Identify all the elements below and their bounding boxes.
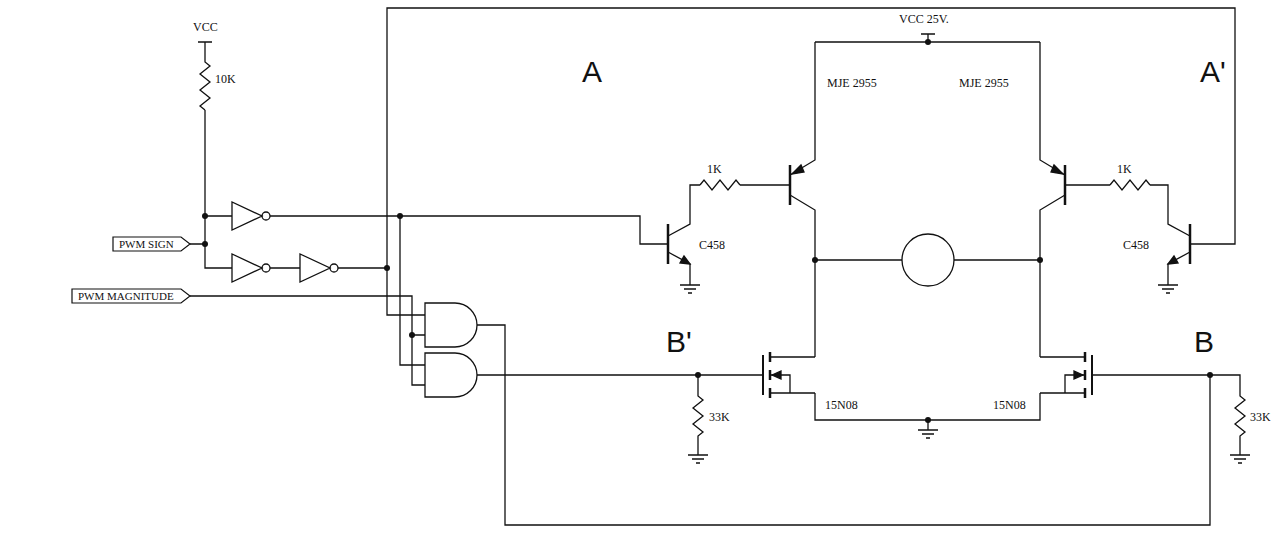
resistor-symbol [693, 390, 703, 455]
emitter-arrow [1051, 165, 1063, 174]
ground-symbol [688, 455, 708, 463]
inverter-symbol [232, 202, 262, 230]
wire [190, 110, 232, 268]
emitter-arrow [792, 165, 804, 174]
resistor-value: 1K [706, 162, 723, 176]
point-label: A [580, 56, 604, 88]
ground-symbol [1158, 285, 1178, 293]
resistor-symbol [200, 55, 210, 110]
wire [477, 375, 763, 390]
point-label: B' [664, 326, 694, 358]
mosfet-arrow [772, 371, 781, 379]
part-number: 15N08 [992, 398, 1027, 412]
mosfet-gate [762, 355, 764, 395]
part-number: 15N08 [824, 398, 859, 412]
resistor-value: 33K [708, 410, 731, 424]
wire [740, 42, 815, 357]
emitter-arrow [1168, 256, 1178, 264]
wire [190, 296, 425, 385]
resistor-value: 1K [1116, 162, 1133, 176]
and-gate [425, 303, 477, 347]
supply-label: VCC [192, 20, 219, 34]
part-number: MJE 2955 [826, 76, 878, 90]
wire [770, 357, 815, 393]
signal-name: PWM SIGN [113, 237, 190, 251]
resistor-symbol [1110, 180, 1150, 190]
and-gate [425, 353, 477, 397]
inverter-symbol [300, 254, 330, 282]
resistor-symbol [1235, 390, 1245, 455]
resistor-symbol [700, 180, 740, 190]
part-number: MJE 2955 [958, 76, 1010, 90]
motor-symbol [902, 234, 954, 286]
inverter-bubble [262, 264, 270, 272]
inverter-bubble [262, 212, 270, 220]
wire [198, 42, 212, 55]
signal-tag: PWM SIGN [113, 237, 190, 251]
wire [815, 259, 1040, 260]
signal-name: PWM MAGNITUDE [72, 289, 190, 303]
wire [477, 325, 1240, 525]
ground-symbol [1230, 455, 1250, 463]
wire [1040, 42, 1110, 357]
supply-label: VCC 25V. [898, 12, 950, 26]
wire [1040, 357, 1085, 393]
point-label: A' [1198, 56, 1228, 88]
part-number: C458 [1122, 238, 1150, 252]
emitter-arrow [680, 256, 690, 264]
resistor-value: 33K [1249, 410, 1272, 424]
ground-symbol [918, 430, 938, 438]
wire [270, 216, 668, 268]
signal-tag: PWM MAGNITUDE [72, 289, 190, 303]
wire [668, 185, 700, 285]
transistor-base [1189, 224, 1192, 264]
point-label: B [1192, 326, 1216, 358]
ground-symbol [680, 285, 700, 293]
resistor-value: 10K [214, 72, 237, 86]
inverter-bubble [330, 264, 338, 272]
transistor-base [667, 224, 670, 264]
mosfet-arrow [1074, 371, 1083, 379]
wire [1150, 185, 1190, 285]
junction-dots [202, 39, 1213, 423]
inverter-symbol [232, 254, 262, 282]
part-number: C458 [698, 238, 726, 252]
wire [815, 393, 1040, 430]
mosfet-gate [1091, 355, 1093, 395]
wire [387, 8, 1235, 365]
